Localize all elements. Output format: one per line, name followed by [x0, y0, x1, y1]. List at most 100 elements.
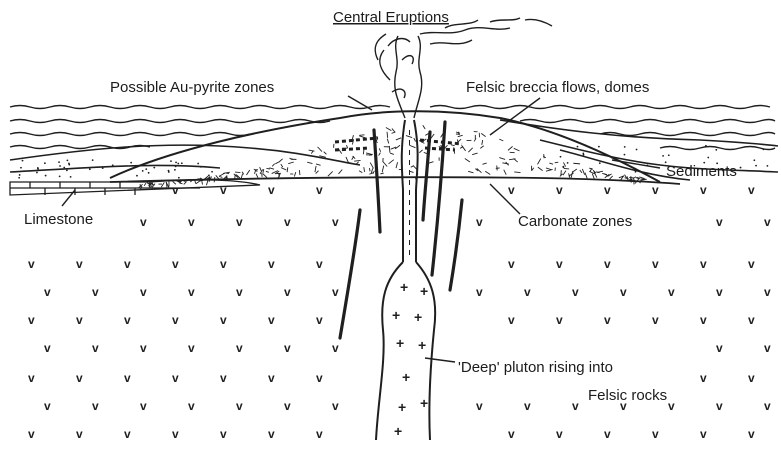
sediment-dot — [624, 146, 626, 148]
diagram-title: Central Eruptions — [333, 9, 449, 26]
breccia-stroke — [419, 150, 422, 153]
breccia-stroke — [392, 129, 395, 133]
v-symbol: v — [236, 399, 243, 413]
breccia-stroke — [307, 162, 312, 163]
v-symbol: v — [268, 183, 275, 197]
v-symbol: v — [220, 427, 227, 441]
breccia-stroke — [281, 164, 283, 167]
v-symbol: v — [268, 427, 275, 441]
sediment-dot — [148, 172, 150, 174]
v-symbol: v — [316, 313, 323, 327]
breccia-stroke — [629, 178, 634, 179]
breccia-stroke — [260, 167, 262, 171]
v-symbol: v — [508, 427, 515, 441]
v-symbol: v — [172, 257, 179, 271]
v-symbol: v — [700, 427, 707, 441]
breccia-stroke — [309, 150, 315, 151]
breccia-stroke — [639, 177, 644, 179]
sediment-dot — [705, 145, 707, 147]
sediment-dot — [18, 177, 20, 179]
breccia-stroke — [347, 145, 348, 148]
v-symbol: v — [700, 313, 707, 327]
sediment-dot — [112, 164, 114, 166]
sediment-dot — [563, 166, 565, 168]
plus-symbol: + — [392, 307, 400, 323]
breccia-stroke — [462, 145, 466, 150]
sediment-dot — [178, 177, 180, 179]
sediment-dot — [63, 167, 65, 169]
plus-symbol: + — [394, 423, 402, 439]
v-symbol: v — [188, 215, 195, 229]
v-symbol: v — [556, 183, 563, 197]
breccia-stroke — [364, 167, 365, 172]
breccia-texture — [138, 125, 646, 189]
sediment-dot — [174, 169, 176, 171]
breccia-stroke — [456, 132, 460, 133]
breccia-stroke — [538, 167, 543, 170]
plus-symbol: + — [398, 399, 406, 415]
sediment-dot — [753, 159, 755, 161]
breccia-stroke — [256, 174, 258, 178]
breccia-stroke — [275, 162, 279, 164]
sediment-dot — [44, 162, 46, 164]
breccia-stroke — [370, 163, 373, 169]
breccia-stroke — [389, 160, 394, 164]
breccia-stroke — [563, 171, 566, 175]
sediment-dot — [577, 146, 579, 148]
sediment-dot — [662, 155, 664, 157]
sediment-dot — [755, 165, 757, 167]
v-symbol: v — [668, 399, 675, 413]
v-symbol: v — [284, 285, 291, 299]
pluton-cross-pattern: ++++++++++ — [392, 279, 428, 439]
breccia-stroke — [499, 158, 505, 160]
sediment-dot — [66, 169, 68, 171]
breccia-stroke — [472, 153, 477, 155]
breccia-stroke — [288, 162, 294, 164]
v-symbol: v — [764, 399, 771, 413]
felsic-dome — [110, 111, 680, 189]
breccia-stroke — [359, 136, 365, 138]
sediment-dot — [715, 149, 717, 151]
v-symbol: v — [124, 257, 131, 271]
plus-symbol: + — [418, 337, 426, 353]
sediment-dot — [36, 172, 38, 174]
pluton-label-line1: 'Deep' pluton rising into — [458, 359, 613, 376]
sediment-dot — [45, 175, 47, 177]
v-symbol: v — [44, 399, 51, 413]
breccia-stroke — [458, 135, 463, 136]
v-symbol: v — [220, 371, 227, 385]
v-symbol: v — [764, 341, 771, 355]
breccia-stroke — [409, 145, 415, 147]
sediment-dot — [92, 159, 94, 161]
sediment-dot — [583, 154, 585, 156]
v-symbol: v — [220, 257, 227, 271]
felsic-breccia-label: Felsic breccia flows, domes — [466, 79, 649, 96]
v-symbol: v — [44, 285, 51, 299]
v-symbol: v — [748, 257, 755, 271]
breccia-stroke — [266, 168, 269, 169]
v-symbol: v — [92, 399, 99, 413]
breccia-stroke — [465, 159, 470, 163]
v-symbol: v — [172, 313, 179, 327]
v-symbol: v — [476, 285, 483, 299]
breccia-stroke — [246, 170, 249, 175]
sediment-dot — [763, 148, 765, 150]
v-symbol: v — [716, 285, 723, 299]
v-symbol: v — [236, 285, 243, 299]
felsic-rocks-label: Felsic rocks — [588, 387, 667, 404]
v-symbol: v — [124, 427, 131, 441]
v-symbol: v — [172, 371, 179, 385]
breccia-stroke — [272, 164, 274, 167]
sediment-dot — [175, 161, 177, 163]
breccia-stroke — [254, 171, 255, 174]
sediment-dot — [177, 163, 179, 165]
v-symbol: v — [524, 399, 531, 413]
breccia-stroke — [294, 172, 295, 176]
breccia-stroke — [338, 169, 342, 173]
breccia-stroke — [555, 162, 559, 163]
breccia-stroke — [390, 153, 394, 154]
v-symbol: v — [28, 371, 35, 385]
breccia-stroke — [573, 169, 577, 172]
sediment-dot — [19, 174, 21, 176]
